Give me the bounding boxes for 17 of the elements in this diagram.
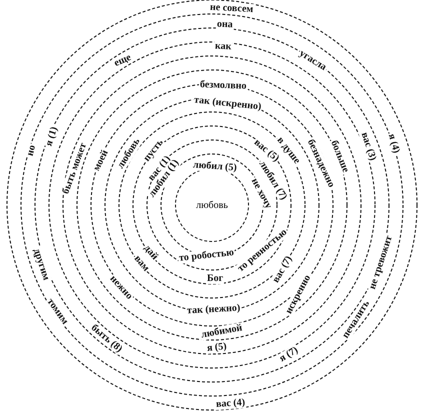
ring-word: вас (4) <box>214 396 246 410</box>
ring-word: быть может <box>60 140 89 196</box>
ring-word: любил (5) <box>192 158 238 174</box>
ring-word: другим <box>30 246 52 282</box>
ring-word: я (1) <box>43 124 60 148</box>
ring-word: но <box>24 142 38 158</box>
ring-word: любимой <box>198 322 244 340</box>
ring-word: так (нежно) <box>185 302 241 316</box>
ring-word: безмолвно <box>198 78 248 92</box>
ring-word: не совсем <box>208 1 254 15</box>
ring-word: вас (3) <box>358 130 378 162</box>
ring-word: я (4) <box>386 131 402 155</box>
ring-word: я (5) <box>205 340 228 354</box>
center-word: любовь <box>196 200 228 210</box>
ring-word: я (7) <box>276 344 301 364</box>
ring-word: Бог <box>206 272 224 284</box>
ring-word: как <box>214 40 233 52</box>
